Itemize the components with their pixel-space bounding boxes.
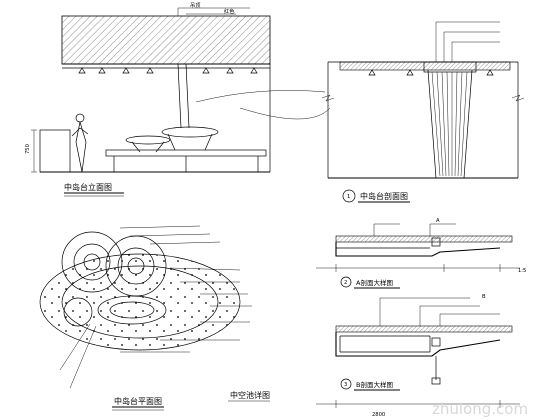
pendant-lights — [78, 67, 258, 74]
detail-sheet-title: 中空池详图 — [230, 390, 270, 400]
detail1-title: A剖面大样图 — [356, 278, 393, 287]
detail1-mark: 2 — [344, 280, 347, 286]
plan-title: 中岛台平面图 — [114, 396, 162, 406]
elevation-title: 中岛台立面图 — [64, 182, 112, 192]
dim-left-height: 750 — [25, 144, 31, 154]
tag-red: 红色 — [224, 7, 234, 15]
tag-a: A — [436, 218, 440, 224]
elevation-view: 750 吊顶 中岛台立面图 — [25, 2, 271, 197]
plan-view: 中岛台平面图 — [39, 225, 252, 411]
section-view: 1 中岛台剖面图 — [321, 21, 525, 203]
section-mark: 1 — [347, 194, 350, 200]
detail2-title: B剖面大样图 — [356, 380, 393, 389]
ceiling-tag: 吊顶 — [190, 2, 200, 9]
tag-b: B — [482, 294, 486, 300]
dim-bottom: 2800 — [372, 412, 385, 418]
detail-b: 3 B剖面大样图 B 2800 — [316, 294, 520, 418]
detail2-mark: 3 — [344, 382, 347, 388]
detail-a: 2 A剖面大样图 1:5 A — [316, 218, 526, 289]
section-title: 中岛台剖面图 — [360, 191, 408, 201]
funnel-hatching — [431, 71, 468, 177]
watermark: zhulong.com — [432, 400, 528, 418]
scale-note: 1:5 — [518, 268, 526, 274]
human-figure — [71, 113, 89, 173]
